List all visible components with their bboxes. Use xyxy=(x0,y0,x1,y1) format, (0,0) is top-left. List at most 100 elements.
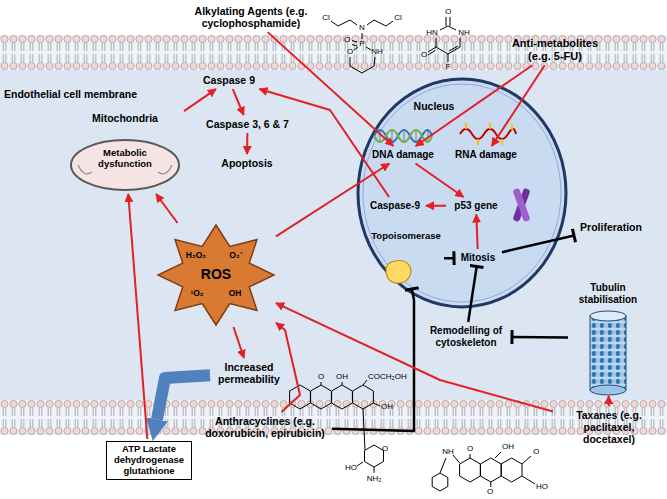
ros-star: H₂O₂ O₂⁻ ROS ¹O₂ OH xyxy=(158,225,274,325)
caspase-label-text: Caspase-9 xyxy=(368,200,422,212)
permeability-label: Increased permeability xyxy=(212,360,286,386)
permeability-arrow xyxy=(157,375,210,419)
atom-label: NH xyxy=(458,29,470,37)
drug-label-text: Alkylating Agents (e.g. cyclophosphamide… xyxy=(192,5,310,29)
mitochondrion: MitochondriaMetabolic dysfunction xyxy=(68,112,182,192)
atom-label: O xyxy=(382,445,388,453)
atom-label: Cl xyxy=(394,14,402,22)
activation-arrow xyxy=(268,32,394,146)
inhibition-line xyxy=(444,257,454,260)
process-label-text: Remodelling of cytoskeleton xyxy=(424,325,508,348)
drug-label: Alkylating Agents (e.g. cyclophosphamide… xyxy=(190,4,312,30)
atom-label: NH xyxy=(371,48,383,56)
atom-label: O xyxy=(344,36,350,44)
gene-label-text: p53 gene xyxy=(450,200,502,212)
outcome-label-text: Apoptosis xyxy=(214,157,280,169)
drug-label: Anthracyclines (e.g. doxorubicin, epirub… xyxy=(200,414,330,440)
ros-star-text: H₂O₂ xyxy=(178,251,214,261)
activation-arrow xyxy=(276,323,300,412)
activation-arrow xyxy=(426,205,446,207)
tubulin: Tubulin stabilisation xyxy=(570,282,646,394)
atom-label: OH xyxy=(336,373,348,381)
ros-star-text: ¹O₂ xyxy=(180,289,214,299)
damage-label: RNA damage xyxy=(452,148,520,162)
caspase-label: Caspase 9 xyxy=(198,73,260,87)
caspase-label: Caspase 3, 6 & 7 xyxy=(200,117,295,131)
drug-label-text: Anti-metabolites (e.g. 5-FU) xyxy=(507,37,603,62)
activation-arrow xyxy=(276,164,389,237)
activation-arrow xyxy=(476,215,477,250)
activation-arrow xyxy=(184,89,216,111)
inhibition-line xyxy=(502,236,574,253)
enzyme: Topoisomerase xyxy=(370,231,442,287)
damage-label-text: RNA damage xyxy=(454,149,518,161)
cyclophosphamide-structure xyxy=(331,20,393,73)
process-label: Remodelling of cytoskeleton xyxy=(422,324,510,349)
activation-arrow xyxy=(416,65,533,146)
atom-label: O xyxy=(318,373,324,381)
atom-label: O xyxy=(421,51,427,59)
activation-arrow xyxy=(246,133,248,154)
damage-label-text: DNA damage xyxy=(372,149,434,161)
ros-star-text: ROS xyxy=(186,266,246,282)
metabolite-box: ATP Lactate dehydrogenase glutathione xyxy=(106,441,192,480)
process-label: Mitosis xyxy=(456,251,500,265)
nucleus: NucleusDNA damage RNA damage p53 gene Caspa… xyxy=(357,78,567,308)
atom-label: COCH₂OH xyxy=(368,373,407,381)
process-label-text: Mitosis xyxy=(458,252,498,264)
outcome-label: Proliferation xyxy=(576,220,646,234)
drug-label: Anti-metabolites (e.g. 5-FU) xyxy=(505,36,605,63)
ros-star-text: OH xyxy=(220,289,250,299)
caspase-label-text: Caspase 9 xyxy=(200,74,258,86)
atom-label: HN xyxy=(426,29,438,37)
atom-label: O xyxy=(467,445,473,453)
caspase-label-text: Caspase 3, 6 & 7 xyxy=(202,118,293,130)
mitochondrion-text: Metabolic dysfunction xyxy=(86,148,164,170)
atom-label: Cl xyxy=(322,14,330,22)
drug-label-text: Anthracyclines (e.g. doxorubicin, epirub… xyxy=(202,415,328,439)
caspase-label: Caspase-9 xyxy=(366,199,424,213)
cytoplasm xyxy=(0,70,667,400)
activation-arrow xyxy=(259,89,389,197)
drug-label: Taxanes (e.g. paclitaxel, docetaxel) xyxy=(555,408,663,446)
atom-label: N xyxy=(359,24,365,32)
atom-label: F xyxy=(446,63,451,71)
mitochondrion-text: Mitochondria xyxy=(68,112,182,124)
damage-label: DNA damage xyxy=(370,148,436,162)
metabolite-box-text: ATP Lactate dehydrogenase glutathione xyxy=(110,444,188,477)
activation-arrow xyxy=(608,396,610,406)
activation-arrow xyxy=(416,164,464,198)
atom-label: HO xyxy=(345,464,357,472)
activation-arrow xyxy=(128,194,147,439)
outcome-label: Apoptosis xyxy=(212,156,282,170)
outcome-label-text: Proliferation xyxy=(578,221,644,233)
permeability-label-text: Increased permeability xyxy=(214,361,284,385)
atom-label: NH₂ xyxy=(367,475,382,483)
taxane-structure xyxy=(432,452,535,491)
atom-label: O xyxy=(487,488,493,496)
atom-label: NH xyxy=(442,448,454,456)
activation-arrow xyxy=(276,303,553,411)
atom-label: P xyxy=(359,40,364,48)
gene-label: p53 gene xyxy=(448,199,504,213)
nucleus-text: Nucleus xyxy=(412,100,456,112)
atom-label: HO xyxy=(536,483,548,491)
inhibition-line xyxy=(512,336,568,339)
membrane-top xyxy=(0,35,667,70)
enzyme-text: Topoisomerase xyxy=(370,231,442,242)
activation-arrow xyxy=(233,327,243,358)
atom-label: OH xyxy=(502,443,514,451)
inhibition-line xyxy=(468,267,476,323)
atom-label: O xyxy=(445,8,451,16)
activation-arrow xyxy=(156,194,177,223)
activation-arrow xyxy=(233,89,244,115)
membrane-bottom xyxy=(0,400,667,435)
drug-label-text: Taxanes (e.g. paclitaxel, docetaxel) xyxy=(557,409,661,445)
fluorouracil-structure xyxy=(428,17,460,62)
atom-label: O xyxy=(347,48,353,56)
tubulin-text: Tubulin stabilisation xyxy=(570,282,646,305)
ros-star-text: O₂⁻ xyxy=(220,251,252,261)
activation-arrow xyxy=(492,65,545,146)
